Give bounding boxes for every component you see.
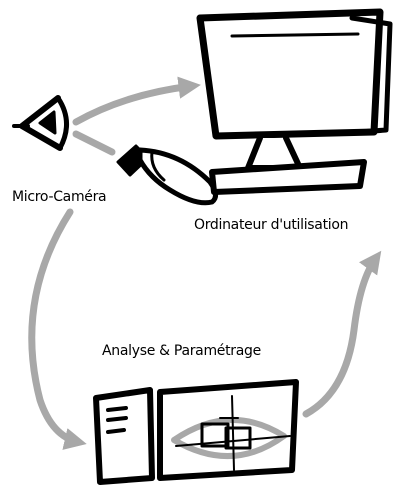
computer-label: Ordinateur d'utilisation [194, 217, 349, 233]
eye-icon [12, 95, 69, 151]
analysis-label: Analyse & Paramétrage [102, 343, 261, 359]
arrow-analysis-to-monitor [302, 250, 382, 418]
micro-camera-icon [116, 144, 218, 206]
arrow-camera-to-analysis [28, 208, 87, 450]
computer-tower-icon [93, 387, 155, 485]
micro-camera-label: Micro-Caméra [12, 189, 107, 205]
arrow-eye-to-monitor [72, 76, 201, 126]
computer-monitor-icon [196, 8, 393, 195]
analysis-screen-icon [157, 379, 299, 481]
arrow-eye-to-camera [72, 130, 116, 156]
